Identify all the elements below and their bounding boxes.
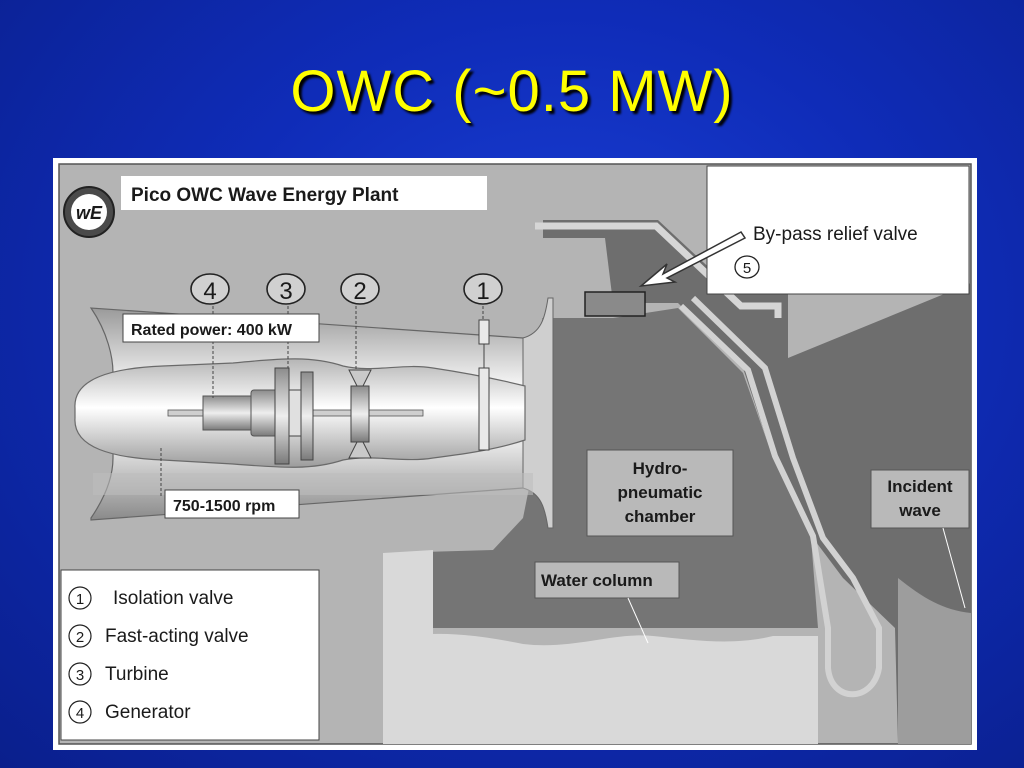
svg-text:1: 1 <box>476 278 489 305</box>
svg-text:2: 2 <box>76 629 84 646</box>
callout-5: 5 <box>734 255 760 279</box>
concrete-structure <box>543 220 971 744</box>
legend-item-fast-acting-valve: 2 Fast-acting valve <box>68 624 249 648</box>
owc-plant-diagram: 4 3 2 1 wE Pico OWC Wave Energy Plant Ra… <box>53 158 977 750</box>
chamber-base-wall <box>383 550 433 744</box>
water-column-leader <box>627 597 649 644</box>
callout-3: 3 <box>266 273 306 305</box>
heading-box <box>121 176 487 210</box>
incident-wave-label-1: Incident <box>887 477 953 496</box>
duct-bell-mouth-right <box>522 297 554 529</box>
legend-box <box>60 569 320 741</box>
plant-logo: wE <box>63 186 115 238</box>
rated-power-label: Rated power: 400 kW <box>131 322 293 339</box>
svg-text:1: 1 <box>76 591 84 608</box>
svg-text:Fast-acting valve: Fast-acting valve <box>105 626 249 647</box>
diagram-heading: Pico OWC Wave Energy Plant <box>131 185 399 206</box>
slide-title: OWC (~0.5 MW) <box>290 59 734 124</box>
isolation-valve-actuator <box>478 319 490 345</box>
legend-item-isolation-valve: 1 Isolation valve <box>68 586 233 610</box>
svg-text:4: 4 <box>76 705 84 722</box>
bypass-arrow <box>638 231 747 288</box>
turbine-hub <box>288 389 302 437</box>
bypass-relief-valve <box>584 291 646 317</box>
legend-item-turbine: 3 Turbine <box>68 662 169 686</box>
svg-text:3: 3 <box>76 667 84 684</box>
svg-text:5: 5 <box>743 260 751 277</box>
incident-wave-water <box>898 578 971 744</box>
seaward-wall-outline <box>678 295 882 698</box>
chamber-roof-outline <box>535 222 782 318</box>
chamber-label-3: chamber <box>625 507 696 526</box>
incident-wave-box <box>870 469 970 529</box>
water-column-box <box>534 561 680 599</box>
callout-4: 4 <box>190 273 230 305</box>
svg-text:3: 3 <box>279 278 292 305</box>
water-column-label: Water column <box>541 571 653 590</box>
rpm-box <box>164 489 300 519</box>
callout-1: 1 <box>463 273 503 305</box>
callout-2: 2 <box>340 273 380 305</box>
rated-power-box <box>122 313 320 343</box>
generator-block <box>202 395 252 431</box>
isolation-valve <box>478 367 490 451</box>
fast-acting-valve <box>350 385 370 443</box>
svg-text:wE: wE <box>76 203 103 223</box>
valve-cone-bottom <box>348 441 372 459</box>
svg-text:Turbine: Turbine <box>105 664 169 685</box>
bypass-label: By-pass relief valve <box>753 224 918 245</box>
svg-text:Isolation valve: Isolation valve <box>113 588 233 609</box>
chamber-label-2: pneumatic <box>617 483 702 502</box>
duct-flange-lower <box>93 473 533 495</box>
turbine-disc-1 <box>274 367 290 465</box>
valve-cone-top <box>348 369 372 387</box>
incident-wave-leader <box>942 527 966 609</box>
chamber-label-1: Hydro- <box>633 459 688 478</box>
legend-item-generator: 4 Generator <box>68 700 191 724</box>
turbine-disc-2 <box>300 371 314 461</box>
water-column-surface <box>388 633 818 744</box>
incident-wave-label-2: wave <box>898 501 941 520</box>
svg-text:4: 4 <box>203 278 216 305</box>
chamber-label-box <box>586 449 734 537</box>
rpm-label: 750-1500 rpm <box>173 498 275 515</box>
svg-text:Generator: Generator <box>105 702 191 723</box>
svg-text:2: 2 <box>353 278 366 305</box>
